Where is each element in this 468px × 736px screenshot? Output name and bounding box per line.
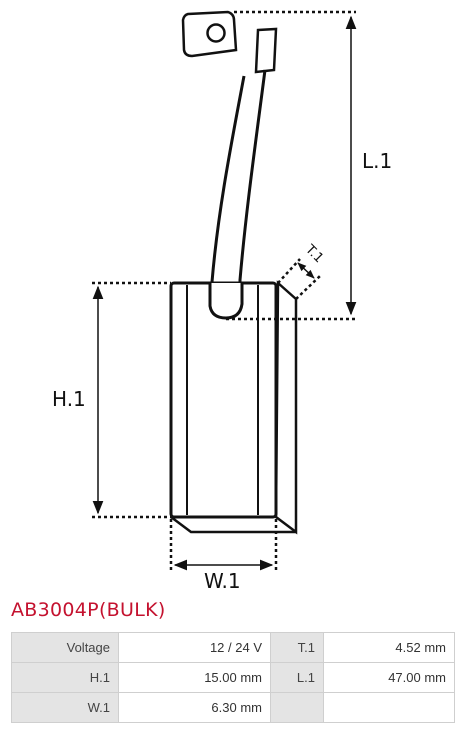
- spec-label: T.1: [270, 632, 324, 663]
- spec-row: Voltage 12 / 24 V T.1 4.52 mm: [11, 632, 455, 663]
- spec-label: [270, 692, 324, 723]
- part-code-title: AB3004P(BULK): [11, 599, 166, 621]
- terminal-lug: [181, 10, 238, 58]
- length-label: L.1: [362, 149, 392, 173]
- dimension-arrows: [92, 15, 357, 571]
- spec-row: W.1 6.30 mm: [11, 692, 455, 723]
- spec-label: H.1: [11, 662, 119, 693]
- brush-body: [169, 280, 298, 535]
- spec-value: 15.00 mm: [118, 662, 271, 693]
- crimp-sleeve: [254, 27, 278, 74]
- spec-value: 6.30 mm: [118, 692, 271, 723]
- spec-value: 47.00 mm: [323, 662, 455, 693]
- spec-value: [323, 692, 455, 723]
- spec-value: 12 / 24 V: [118, 632, 271, 663]
- shunt-wire: [210, 69, 267, 306]
- spec-table: Voltage 12 / 24 V T.1 4.52 mm H.1 15.00 …: [11, 632, 455, 723]
- height-label: H.1: [52, 387, 86, 411]
- spec-row: H.1 15.00 mm L.1 47.00 mm: [11, 662, 455, 693]
- extension-lines: [92, 10, 356, 572]
- width-label: W.1: [204, 569, 241, 593]
- spec-label: L.1: [270, 662, 324, 693]
- thickness-label: T.1: [301, 242, 326, 267]
- spec-label: Voltage: [11, 632, 119, 663]
- lug-hole: [206, 23, 226, 43]
- spec-label: W.1: [11, 692, 119, 723]
- thickness-dimension-arrow: [297, 262, 315, 279]
- carbon-brush-drawing: L.1 H.1 W.1 T.1: [52, 10, 392, 593]
- spec-value: 4.52 mm: [323, 632, 455, 663]
